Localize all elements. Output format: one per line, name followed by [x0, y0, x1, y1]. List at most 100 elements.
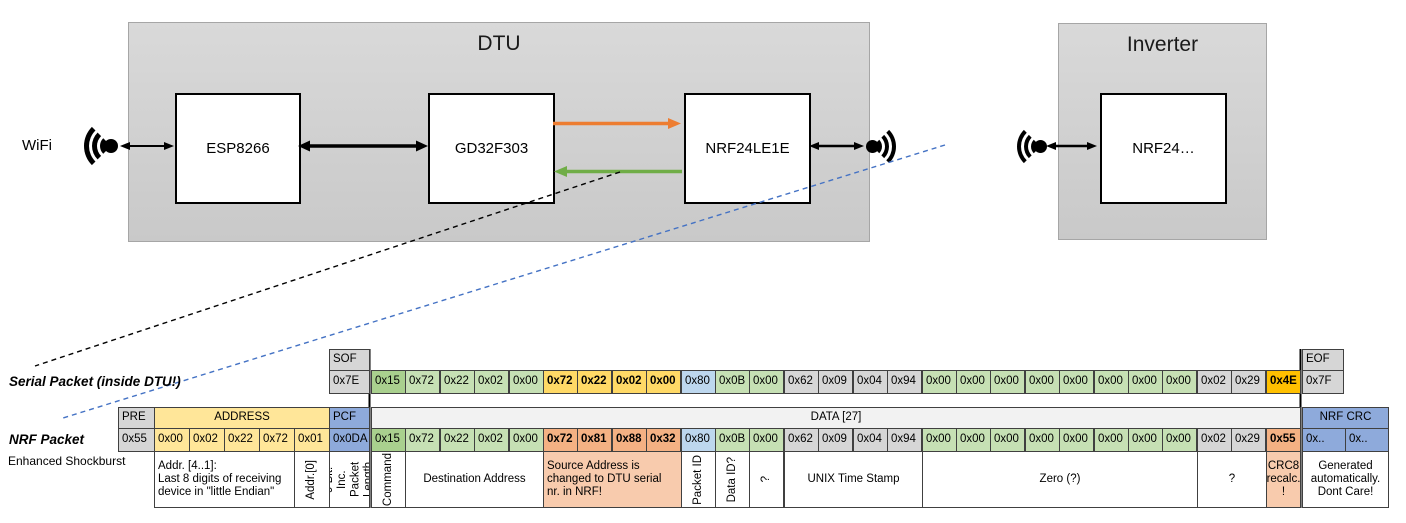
- nrf-byte-cell-text: 0x0B: [719, 433, 746, 446]
- nrf-pre-header-text: PRE: [122, 411, 146, 424]
- nrf-address-byte-cell-text: 0x01: [298, 433, 323, 446]
- nrf-byte-cell-text: 0x81: [581, 433, 607, 446]
- nrf-annotation-cell: Data ID?: [715, 451, 750, 508]
- nrf-byte-cell: 0x62: [784, 428, 819, 452]
- nrf-byte-cell: 0x32: [646, 428, 681, 452]
- serial-byte-cell-text: 0x4E: [1270, 375, 1297, 388]
- nrf-annotation-cell-text: Generated automatically. Dont Care!: [1310, 459, 1381, 499]
- nrf-annotation-cell: Addr. [4..1]: Last 8 digits of receiving…: [154, 451, 295, 508]
- nrf-byte-cell: 0x72: [543, 428, 578, 452]
- dtu-title: DTU: [477, 32, 521, 55]
- nrf-byte-cell: 0x09: [818, 428, 853, 452]
- nrf-byte-cell: 0x04: [853, 428, 888, 452]
- serial-byte-cell-text: 0x00: [994, 375, 1019, 388]
- gd32f303-box: GD32F303: [428, 93, 555, 204]
- serial-byte-cell: 0x00: [1059, 370, 1094, 394]
- nrf-byte-cell: 0x02: [474, 428, 509, 452]
- serial-byte-cell-text: 0x00: [1098, 375, 1123, 388]
- serial-byte-cell-text: 0x00: [1166, 375, 1191, 388]
- serial-byte-cell-text: 0x62: [788, 375, 813, 388]
- serial-byte-cell-text: 0x15: [375, 375, 400, 388]
- serial-byte-cell-text: 0x00: [926, 375, 951, 388]
- nrf-byte-cell-text: 0x00: [1063, 433, 1088, 446]
- serial-packet-label: Serial Packet (inside DTU!): [9, 374, 181, 389]
- nrf24le1e-label: NRF24LE1E: [705, 140, 790, 157]
- nrf-byte-cell: 0x00: [1059, 428, 1094, 452]
- serial-byte-cell: 0x94: [887, 370, 922, 394]
- nrf-annotation-cell-text: ?: [759, 476, 772, 483]
- nrf-byte-cell-text: 0x55: [1270, 433, 1296, 446]
- serial-sof-header: SOF: [329, 349, 370, 371]
- nrf-address-byte-cell: 0x22: [224, 428, 260, 452]
- serial-byte-cell: 0x00: [509, 370, 544, 394]
- nrf-byte-cell-text: 0x09: [822, 433, 847, 446]
- nrf-annotation-cell-text: ?: [1228, 472, 1236, 485]
- nrf-annotation-cell: Command: [371, 451, 406, 508]
- serial-byte-cell: 0x00: [990, 370, 1025, 394]
- nrf-byte-cell-text: 0x00: [1029, 433, 1054, 446]
- serial-byte-cell-text: 0x22: [444, 375, 469, 388]
- serial-byte-cell: 0x72: [543, 370, 578, 394]
- serial-byte-cell: 0x00: [646, 370, 681, 394]
- nrf-annotation-cell-text: Zero (?): [1039, 472, 1081, 485]
- nrf-pcf-header-text: PCF: [333, 411, 356, 424]
- serial-byte-cell-text: 0x72: [409, 375, 434, 388]
- nrf-annotation-cell-text: Destination Address: [423, 472, 526, 485]
- serial-byte-cell: 0x00: [749, 370, 784, 394]
- nrf-pre-value-text: 0x55: [122, 433, 147, 446]
- nrf-byte-cell: 0x00: [749, 428, 784, 452]
- nrf-crc-header-text: NRF CRC: [1319, 411, 1372, 424]
- serial-sof-value-text: 0x7E: [333, 375, 360, 388]
- nrf-data-header-text: DATA [27]: [810, 411, 862, 424]
- nrf-byte-cell: 0x0B: [715, 428, 750, 452]
- serial-byte-cell: 0x09: [818, 370, 853, 394]
- serial-byte-cell: 0x00: [1094, 370, 1129, 394]
- serial-eof-value: 0x7F: [1302, 370, 1344, 394]
- nrf-byte-cell-text: 0x00: [1166, 433, 1191, 446]
- inverter-nrf24-box: NRF24…: [1100, 93, 1227, 204]
- nrf-pre-header: PRE: [118, 407, 155, 429]
- nrf-byte-cell-text: 0x80: [685, 433, 710, 446]
- nrf-crc-header: NRF CRC: [1302, 407, 1389, 429]
- nrf-pre-value: 0x55: [118, 428, 155, 452]
- serial-byte-cell-text: 0x80: [685, 375, 710, 388]
- serial-byte-cell-text: 0x02: [1201, 375, 1226, 388]
- serial-byte-cell: 0x02: [474, 370, 509, 394]
- nrf-byte-cell: 0x02: [1197, 428, 1232, 452]
- nrf-byte-cell: 0x00: [1094, 428, 1129, 452]
- nrf-byte-cell: 0x80: [681, 428, 716, 452]
- nrf-crc-value-cell-text: 0x..: [1349, 433, 1368, 446]
- nrf-crc-value-cell: 0x..: [1302, 428, 1346, 452]
- serial-byte-cell: 0x62: [784, 370, 819, 394]
- nrf-byte-cell: 0x22: [440, 428, 475, 452]
- nrf-pcf-header: PCF: [329, 407, 370, 429]
- nrf-byte-cell: 0x00: [956, 428, 991, 452]
- nrf-address-header-text: ADDRESS: [214, 411, 270, 424]
- nrf-annotation-cell-text: Addr.[0]: [305, 459, 318, 500]
- nrf-byte-cell: 0x72: [405, 428, 440, 452]
- serial-byte-cell: 0x00: [922, 370, 957, 394]
- nrf-byte-cell-text: 0x22: [444, 433, 469, 446]
- nrf-byte-cell: 0x00: [509, 428, 544, 452]
- nrf-byte-cell: 0x81: [577, 428, 612, 452]
- nrf-packet-label: NRF Packet: [9, 432, 85, 447]
- nrf-byte-cell-text: 0x29: [1235, 433, 1260, 446]
- nrf-byte-cell-text: 0x02: [478, 433, 503, 446]
- nrf-byte-cell: 0x00: [1025, 428, 1060, 452]
- nrf-byte-cell-text: 0x00: [960, 433, 985, 446]
- serial-byte-cell-text: 0x0B: [719, 375, 746, 388]
- nrf-byte-cell-text: 0x62: [788, 433, 813, 446]
- nrf-byte-cell-text: 0x72: [547, 433, 573, 446]
- serial-byte-cell-text: 0x00: [650, 375, 676, 388]
- wifi-label: WiFi: [22, 137, 52, 154]
- nrf-pcf-value-text: 0x0DA: [333, 433, 368, 446]
- nrf-annotation-cell: Packet ID: [681, 451, 716, 508]
- nrf-byte-cell-text: 0x00: [994, 433, 1019, 446]
- serial-byte-cell: 0x02: [1197, 370, 1232, 394]
- nrf-annotation-cell-text: Packet ID: [691, 454, 704, 505]
- nrf24le1e-box: NRF24LE1E: [684, 93, 811, 204]
- nrf-byte-cell-text: 0x04: [857, 433, 882, 446]
- nrf-byte-cell-text: 0x00: [926, 433, 951, 446]
- nrf-byte-cell-text: 0x00: [753, 433, 778, 446]
